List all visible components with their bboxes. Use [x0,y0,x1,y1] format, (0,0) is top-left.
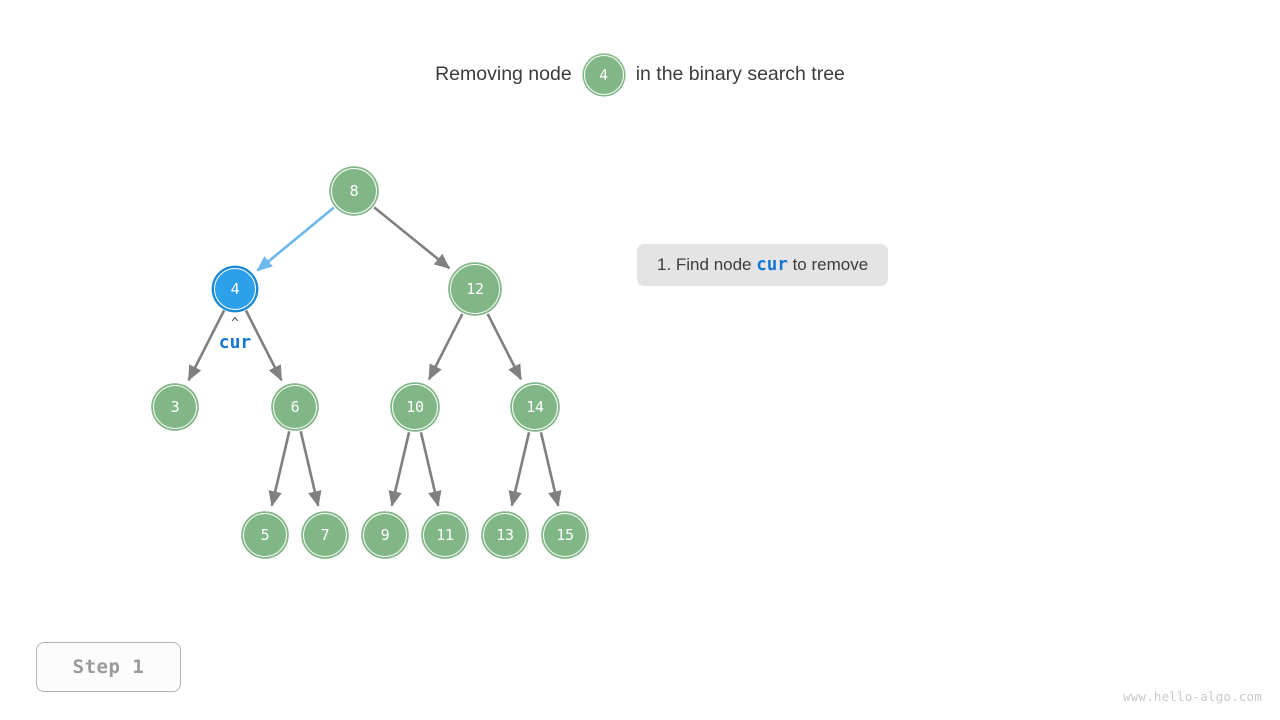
annotation-prefix: 1. Find node [657,255,757,274]
tree-node-7[interactable]: 7 [303,513,347,557]
tree-node-12[interactable]: 12 [450,264,500,314]
tree-node-9[interactable]: 9 [363,513,407,557]
step-badge: Step 1 [36,642,181,692]
page-title: Removing node 4 in the binary search tre… [0,55,1280,95]
tree-edge-n14-n15 [539,432,562,507]
page-title-suffix: in the binary search tree [635,63,845,86]
tree-edge-n12-n14 [486,313,523,381]
watermark: www.hello-algo.com [1122,689,1262,704]
tree-edge-n6-n7 [299,431,322,507]
tree-node-10[interactable]: 10 [392,384,438,430]
tree-edge-n6-n5 [268,431,291,507]
annotation-suffix: to remove [787,255,869,274]
annotation-code-cur: cur [756,255,788,275]
tree-edge-n10-n11 [419,432,442,507]
cur-caret-icon: ^ [231,316,239,331]
tree-edge-n4-n6 [244,309,283,382]
cur-pointer: ^ cur [195,316,275,353]
tree-node-4[interactable]: 4 [214,268,256,310]
tree-node-6[interactable]: 6 [273,385,317,429]
title-node-badge: 4 [583,55,624,95]
page-title-prefix: Removing node [435,63,572,86]
tree-node-11[interactable]: 11 [423,513,467,557]
tree-edge-n4-n3 [187,309,226,382]
tree-node-13[interactable]: 13 [483,513,527,557]
annotation-callout: 1. Find node cur to remove [637,244,889,286]
tree-edge-n8-n12 [373,206,451,270]
tree-node-15[interactable]: 15 [543,513,587,557]
tree-edge-n12-n10 [427,313,464,381]
tree-edge-n14-n13 [508,432,531,507]
tree-node-5[interactable]: 5 [243,513,287,557]
tree-edge-n10-n9 [388,432,411,507]
tree-node-3[interactable]: 3 [153,385,197,429]
cur-pointer-label: cur [218,332,252,353]
tree-node-8[interactable]: 8 [331,168,377,214]
tree-node-14[interactable]: 14 [512,384,558,430]
tree-edge-n8-n4 [256,206,335,272]
step-badge-label: Step 1 [72,656,145,678]
